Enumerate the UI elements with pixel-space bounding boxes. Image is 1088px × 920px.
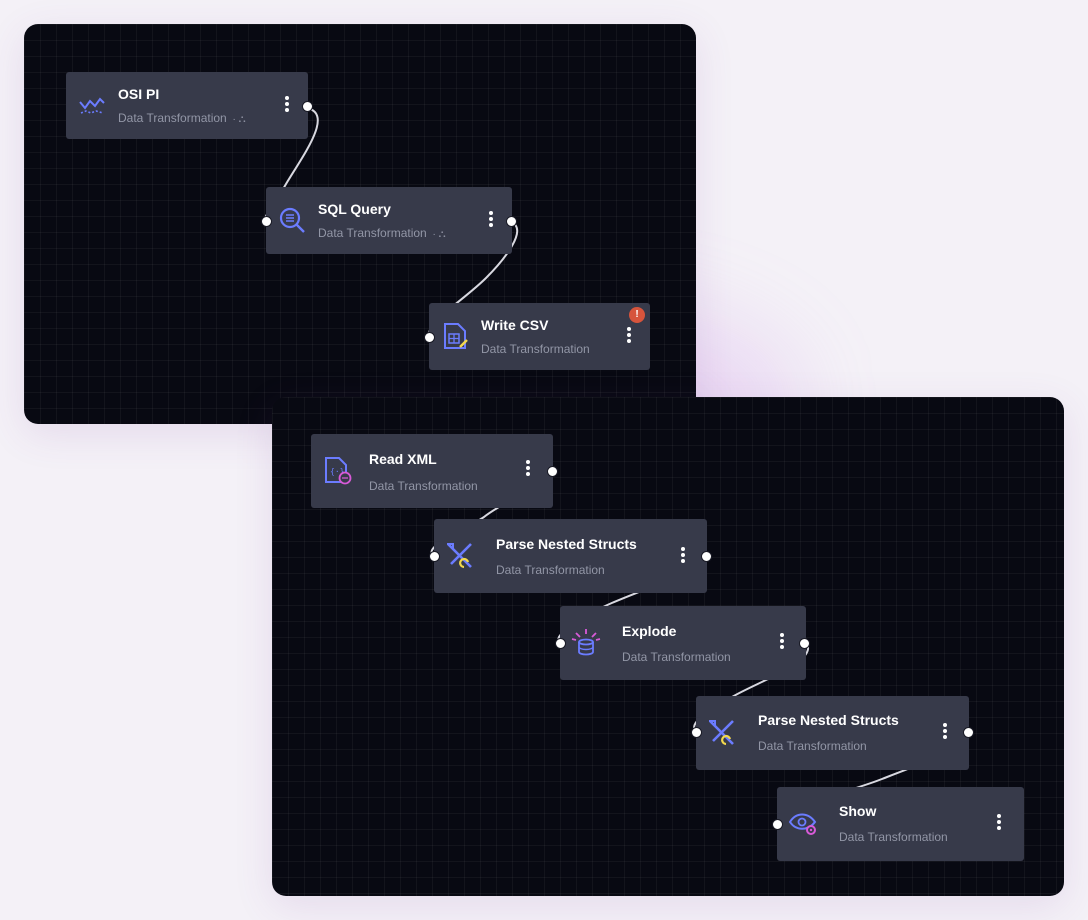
node-write-csv[interactable]: Write CSV Data Transformation ! — [424, 303, 650, 370]
node-explode[interactable]: Explode Data Transformation — [555, 606, 810, 680]
input-port[interactable] — [429, 551, 440, 562]
output-port[interactable] — [963, 727, 974, 738]
read-xml-icon: {·} — [322, 455, 352, 485]
eye-gear-icon — [788, 808, 818, 838]
node-subtitle: Data Transformation · ⛬ — [118, 111, 246, 125]
node-title: Parse Nested Structs — [496, 536, 637, 552]
node-title: OSI PI — [118, 86, 160, 102]
hierarchy-icon: · ⛬ — [229, 114, 246, 125]
node-subtitle: Data Transformation — [369, 479, 478, 493]
pipeline-canvas-top[interactable]: OSI PI Data Transformation · ⛬ SQL Query… — [24, 24, 696, 424]
more-options-icon[interactable] — [777, 633, 787, 653]
explode-database-icon — [571, 627, 601, 657]
output-port[interactable] — [799, 638, 810, 649]
more-options-icon[interactable] — [940, 723, 950, 743]
node-subtitle-text: Data Transformation — [118, 111, 227, 125]
node-subtitle: Data Transformation — [496, 563, 605, 577]
node-title: Parse Nested Structs — [758, 712, 899, 728]
node-subtitle-text: Data Transformation — [318, 226, 427, 240]
more-options-icon[interactable] — [994, 814, 1004, 834]
node-title: Read XML — [369, 451, 437, 467]
write-csv-icon — [440, 321, 470, 351]
input-port[interactable] — [261, 216, 272, 227]
node-show[interactable]: Show Data Transformation — [772, 787, 1024, 861]
node-title: Write CSV — [481, 317, 549, 333]
node-read-xml[interactable]: {·} Read XML Data Transformation — [311, 434, 558, 508]
node-title: Explode — [622, 623, 677, 639]
warning-icon[interactable]: ! — [629, 307, 645, 323]
node-subtitle: Data Transformation · ⛬ — [318, 226, 446, 240]
output-port[interactable] — [547, 466, 558, 477]
more-options-icon[interactable] — [486, 211, 496, 231]
more-options-icon[interactable] — [624, 327, 634, 347]
input-port[interactable] — [424, 332, 435, 343]
node-title: SQL Query — [318, 201, 391, 217]
parse-tools-icon — [445, 540, 475, 570]
more-options-icon[interactable] — [678, 547, 688, 567]
svg-text:{·}: {·} — [330, 467, 344, 476]
node-subtitle: Data Transformation — [622, 650, 731, 664]
node-osi-pi[interactable]: OSI PI Data Transformation · ⛬ — [66, 72, 313, 139]
sql-search-icon — [277, 205, 307, 235]
input-port[interactable] — [691, 727, 702, 738]
output-port[interactable] — [506, 216, 517, 227]
input-port[interactable] — [555, 638, 566, 649]
output-port[interactable] — [701, 551, 712, 562]
trend-line-icon — [77, 90, 107, 120]
pipeline-canvas-bottom[interactable]: {·} Read XML Data Transformation Parse N… — [272, 397, 1064, 896]
node-parse-nested-structs-1[interactable]: Parse Nested Structs Data Transformation — [429, 519, 712, 593]
output-port[interactable] — [302, 101, 313, 112]
parse-tools-icon — [707, 717, 737, 747]
node-parse-nested-structs-2[interactable]: Parse Nested Structs Data Transformation — [691, 696, 974, 770]
node-title: Show — [839, 803, 877, 819]
input-port[interactable] — [772, 819, 783, 830]
node-subtitle: Data Transformation — [481, 342, 590, 356]
more-options-icon[interactable] — [523, 460, 533, 480]
node-subtitle: Data Transformation — [839, 830, 948, 844]
node-sql-query[interactable]: SQL Query Data Transformation · ⛬ — [261, 187, 517, 254]
more-options-icon[interactable] — [282, 96, 292, 116]
hierarchy-icon: · ⛬ — [429, 229, 446, 240]
node-subtitle: Data Transformation — [758, 739, 867, 753]
